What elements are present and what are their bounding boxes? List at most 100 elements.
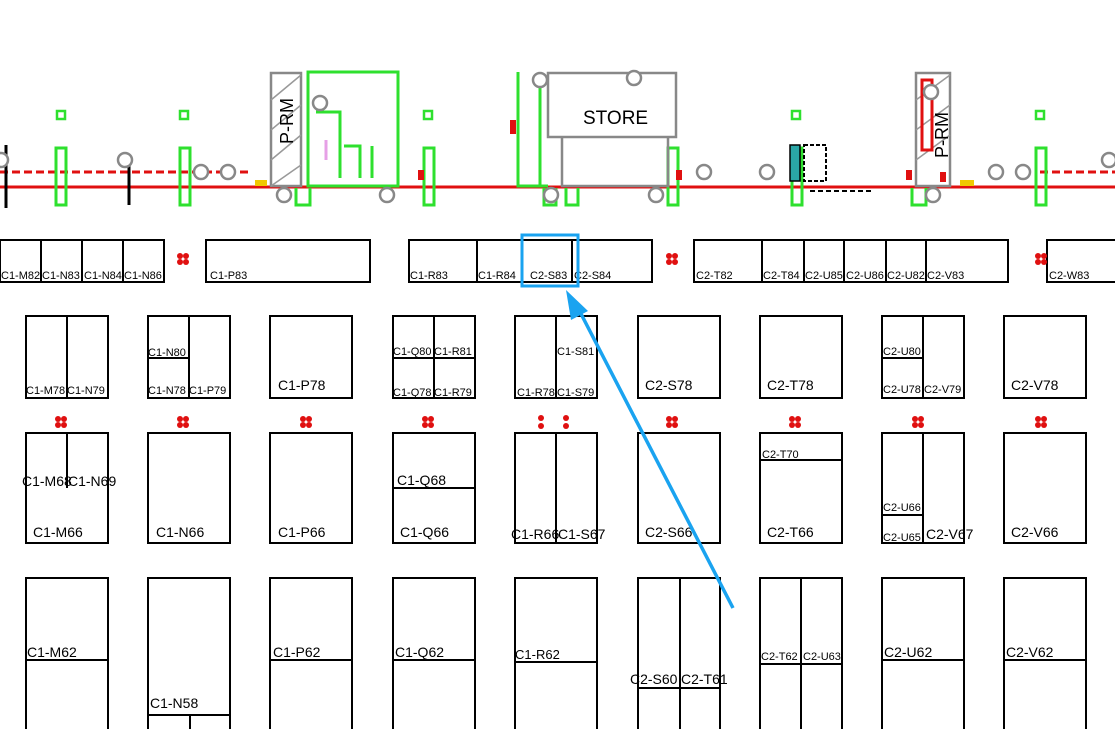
marker-dot: [306, 416, 312, 422]
booth-label: C1-R83: [410, 270, 448, 282]
booth-label: C1-N86: [124, 270, 162, 282]
booth-label: C2-U78: [883, 384, 921, 396]
booth-label: C1-P78: [278, 377, 326, 393]
booth-label: C1-N69: [68, 473, 116, 489]
marker-dot: [563, 423, 569, 429]
booth-label: C1-P66: [278, 524, 326, 540]
marker-dot: [1041, 253, 1047, 259]
marker-dot: [422, 422, 428, 428]
marker-dot: [300, 422, 306, 428]
booth-label: C2-T61: [681, 671, 728, 687]
marker-dot: [789, 416, 795, 422]
booth-box: [0, 239, 42, 283]
pointer-arrow: [566, 290, 735, 609]
booth-box: [759, 432, 843, 544]
booth-label: C1-Q78: [393, 387, 432, 399]
booth-label: C2-T70: [762, 449, 799, 461]
booth-label: C2-S84: [574, 270, 611, 282]
booth-box: [392, 577, 476, 729]
booth-box: [1003, 315, 1087, 399]
booth-label: C2-T84: [763, 270, 800, 282]
booth-label: C2-U82: [887, 270, 925, 282]
booth-box: [1046, 239, 1115, 283]
marker-dot: [672, 253, 678, 259]
booth-label: C1-R62: [515, 647, 560, 662]
booth-label: C2-T82: [696, 270, 733, 282]
store-label: STORE: [583, 108, 648, 129]
marker-dot: [300, 416, 306, 422]
prm-left-label: P-RM: [277, 98, 297, 144]
booth-label: C2-V83: [927, 270, 964, 282]
marker-dot: [666, 422, 672, 428]
booth-box: [269, 577, 353, 729]
marker-dot: [177, 253, 183, 259]
marker-dot: [789, 422, 795, 428]
marker-dot: [55, 422, 61, 428]
booth-label: C1-P62: [273, 644, 321, 660]
booth-label: C1-M66: [33, 524, 83, 540]
booth-label: C2-V67: [926, 526, 974, 542]
booth-box: [476, 239, 523, 283]
booth-label: C1-N66: [156, 524, 204, 540]
marker-dot: [177, 422, 183, 428]
booth-box: [1003, 577, 1087, 729]
booth-box: [571, 239, 653, 283]
marker-dot: [183, 422, 189, 428]
booth-label: C1-R66: [511, 526, 559, 542]
booth-label: C2-U66: [883, 502, 921, 514]
booth-box: [147, 577, 231, 729]
booth-box: [147, 432, 231, 544]
booth-label: C1-S67: [558, 526, 606, 542]
marker-dot: [428, 422, 434, 428]
booth-label: C1-R81: [434, 346, 472, 358]
marker-dot: [666, 416, 672, 422]
booth-label: C1-Q80: [393, 346, 432, 358]
booth-label: C2-S60: [630, 671, 678, 687]
booth-box: [1003, 432, 1087, 544]
booth-label: C2-V79: [924, 384, 961, 396]
marker-dot: [422, 416, 428, 422]
marker-dot: [795, 416, 801, 422]
marker-dot: [183, 416, 189, 422]
marker-dot: [563, 415, 569, 421]
booth-label: C2-U62: [884, 644, 932, 660]
booth-box: [803, 239, 845, 283]
marker-dot: [1035, 416, 1041, 422]
booth-label: C1-M82: [1, 270, 40, 282]
booth-box: [81, 239, 124, 283]
booth-box: [269, 315, 353, 399]
booth-label: C2-V78: [1011, 377, 1059, 393]
booth-box: [122, 239, 165, 283]
marker-dot: [918, 416, 924, 422]
booth-label: C1-Q66: [400, 524, 449, 540]
booth-label: C1-N83: [42, 270, 80, 282]
booth-label: C1-P79: [189, 385, 226, 397]
highlight-box: [520, 233, 580, 288]
booth-label: C1-R78: [517, 387, 555, 399]
booth-label: C1-M62: [27, 644, 77, 660]
booth-label: C2-V66: [1011, 524, 1059, 540]
marker-dot: [306, 422, 312, 428]
booth-label: C2-S83: [530, 270, 567, 282]
marker-dot: [538, 423, 544, 429]
booth-box: [843, 239, 887, 283]
marker-dot: [61, 416, 67, 422]
marker-dot: [1035, 253, 1041, 259]
booth-label: C2-U63: [803, 651, 841, 663]
marker-dot: [795, 422, 801, 428]
booth-label: C1-N78: [148, 385, 186, 397]
marker-dot: [1041, 259, 1047, 265]
marker-dot: [1041, 416, 1047, 422]
marker-dot: [55, 416, 61, 422]
booth-label: C1-P83: [210, 270, 247, 282]
booth-label: C1-Q62: [395, 644, 444, 660]
booth-markers: [55, 253, 1047, 429]
booth-box: [881, 577, 965, 729]
booth-label: C1-N84: [84, 270, 122, 282]
marker-dot: [177, 416, 183, 422]
marker-dot: [672, 416, 678, 422]
booth-box: [205, 239, 371, 283]
booth-label: C1-Q68: [397, 472, 446, 488]
marker-dot: [918, 422, 924, 428]
